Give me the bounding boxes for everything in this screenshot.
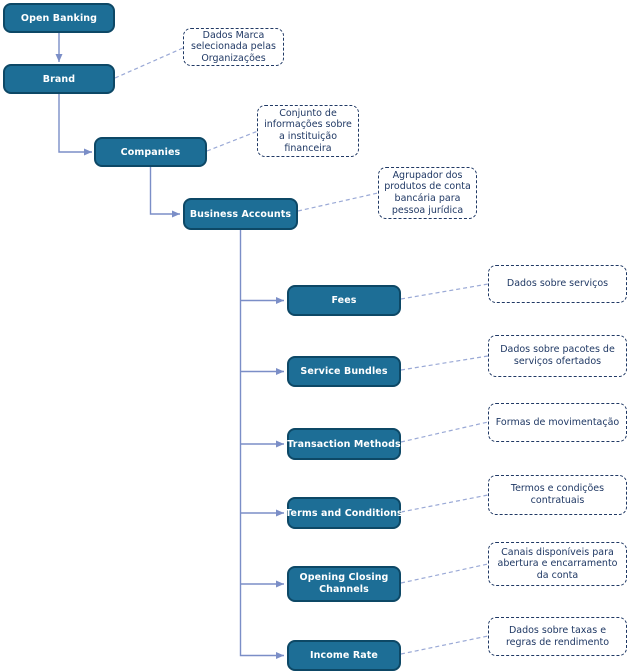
node-service-bundles: Service Bundles (287, 356, 401, 387)
annotation-brand: Dados Marca selecionada pelas Organizaçõ… (183, 28, 284, 66)
node-brand: Brand (3, 64, 115, 94)
edge-companies-businessaccounts (149, 167, 180, 218)
annotation-transaction-methods: Formas de movimentação (488, 403, 627, 442)
node-companies: Companies (94, 137, 207, 167)
note-link-fees (400, 283, 489, 300)
note-link-companies (206, 130, 259, 152)
node-opening-closing-channels: Opening Closing Channels (287, 566, 401, 602)
note-link-servicebundles (400, 355, 489, 371)
annotation-fees: Dados sobre serviços (488, 265, 627, 303)
annotation-service-bundles: Dados sobre pacotes de serviços ofertado… (488, 335, 627, 377)
node-open-banking: Open Banking (3, 3, 115, 33)
node-terms-and-conditions: Terms and Conditions (285, 497, 403, 529)
annotation-companies: Conjunto de informações sobre a institui… (257, 105, 359, 157)
note-link-brand (114, 47, 184, 79)
node-business-accounts: Business Accounts (183, 198, 298, 230)
note-link-termsandconditions (400, 494, 489, 513)
node-fees: Fees (287, 285, 401, 316)
node-transaction-methods: Transaction Methods (287, 428, 401, 460)
note-link-transactionmethods (400, 421, 489, 443)
note-link-incomerate (400, 635, 489, 655)
annotation-business-accounts: Agrupador dos produtos de conta bancária… (378, 167, 477, 219)
node-income-rate: Income Rate (287, 640, 401, 671)
annotation-terms-and-conditions: Termos e condições contratuais (488, 475, 627, 515)
edge-brand-companies (58, 94, 92, 156)
note-link-openingclosing (400, 563, 489, 584)
note-link-businessaccounts (297, 192, 379, 212)
annotation-opening-closing-channels: Canais disponíveis para abertura e encar… (488, 542, 627, 586)
annotation-income-rate: Dados sobre taxas e regras de rendimento (488, 617, 627, 656)
edge-businessaccounts-incomerate (239, 230, 284, 659)
